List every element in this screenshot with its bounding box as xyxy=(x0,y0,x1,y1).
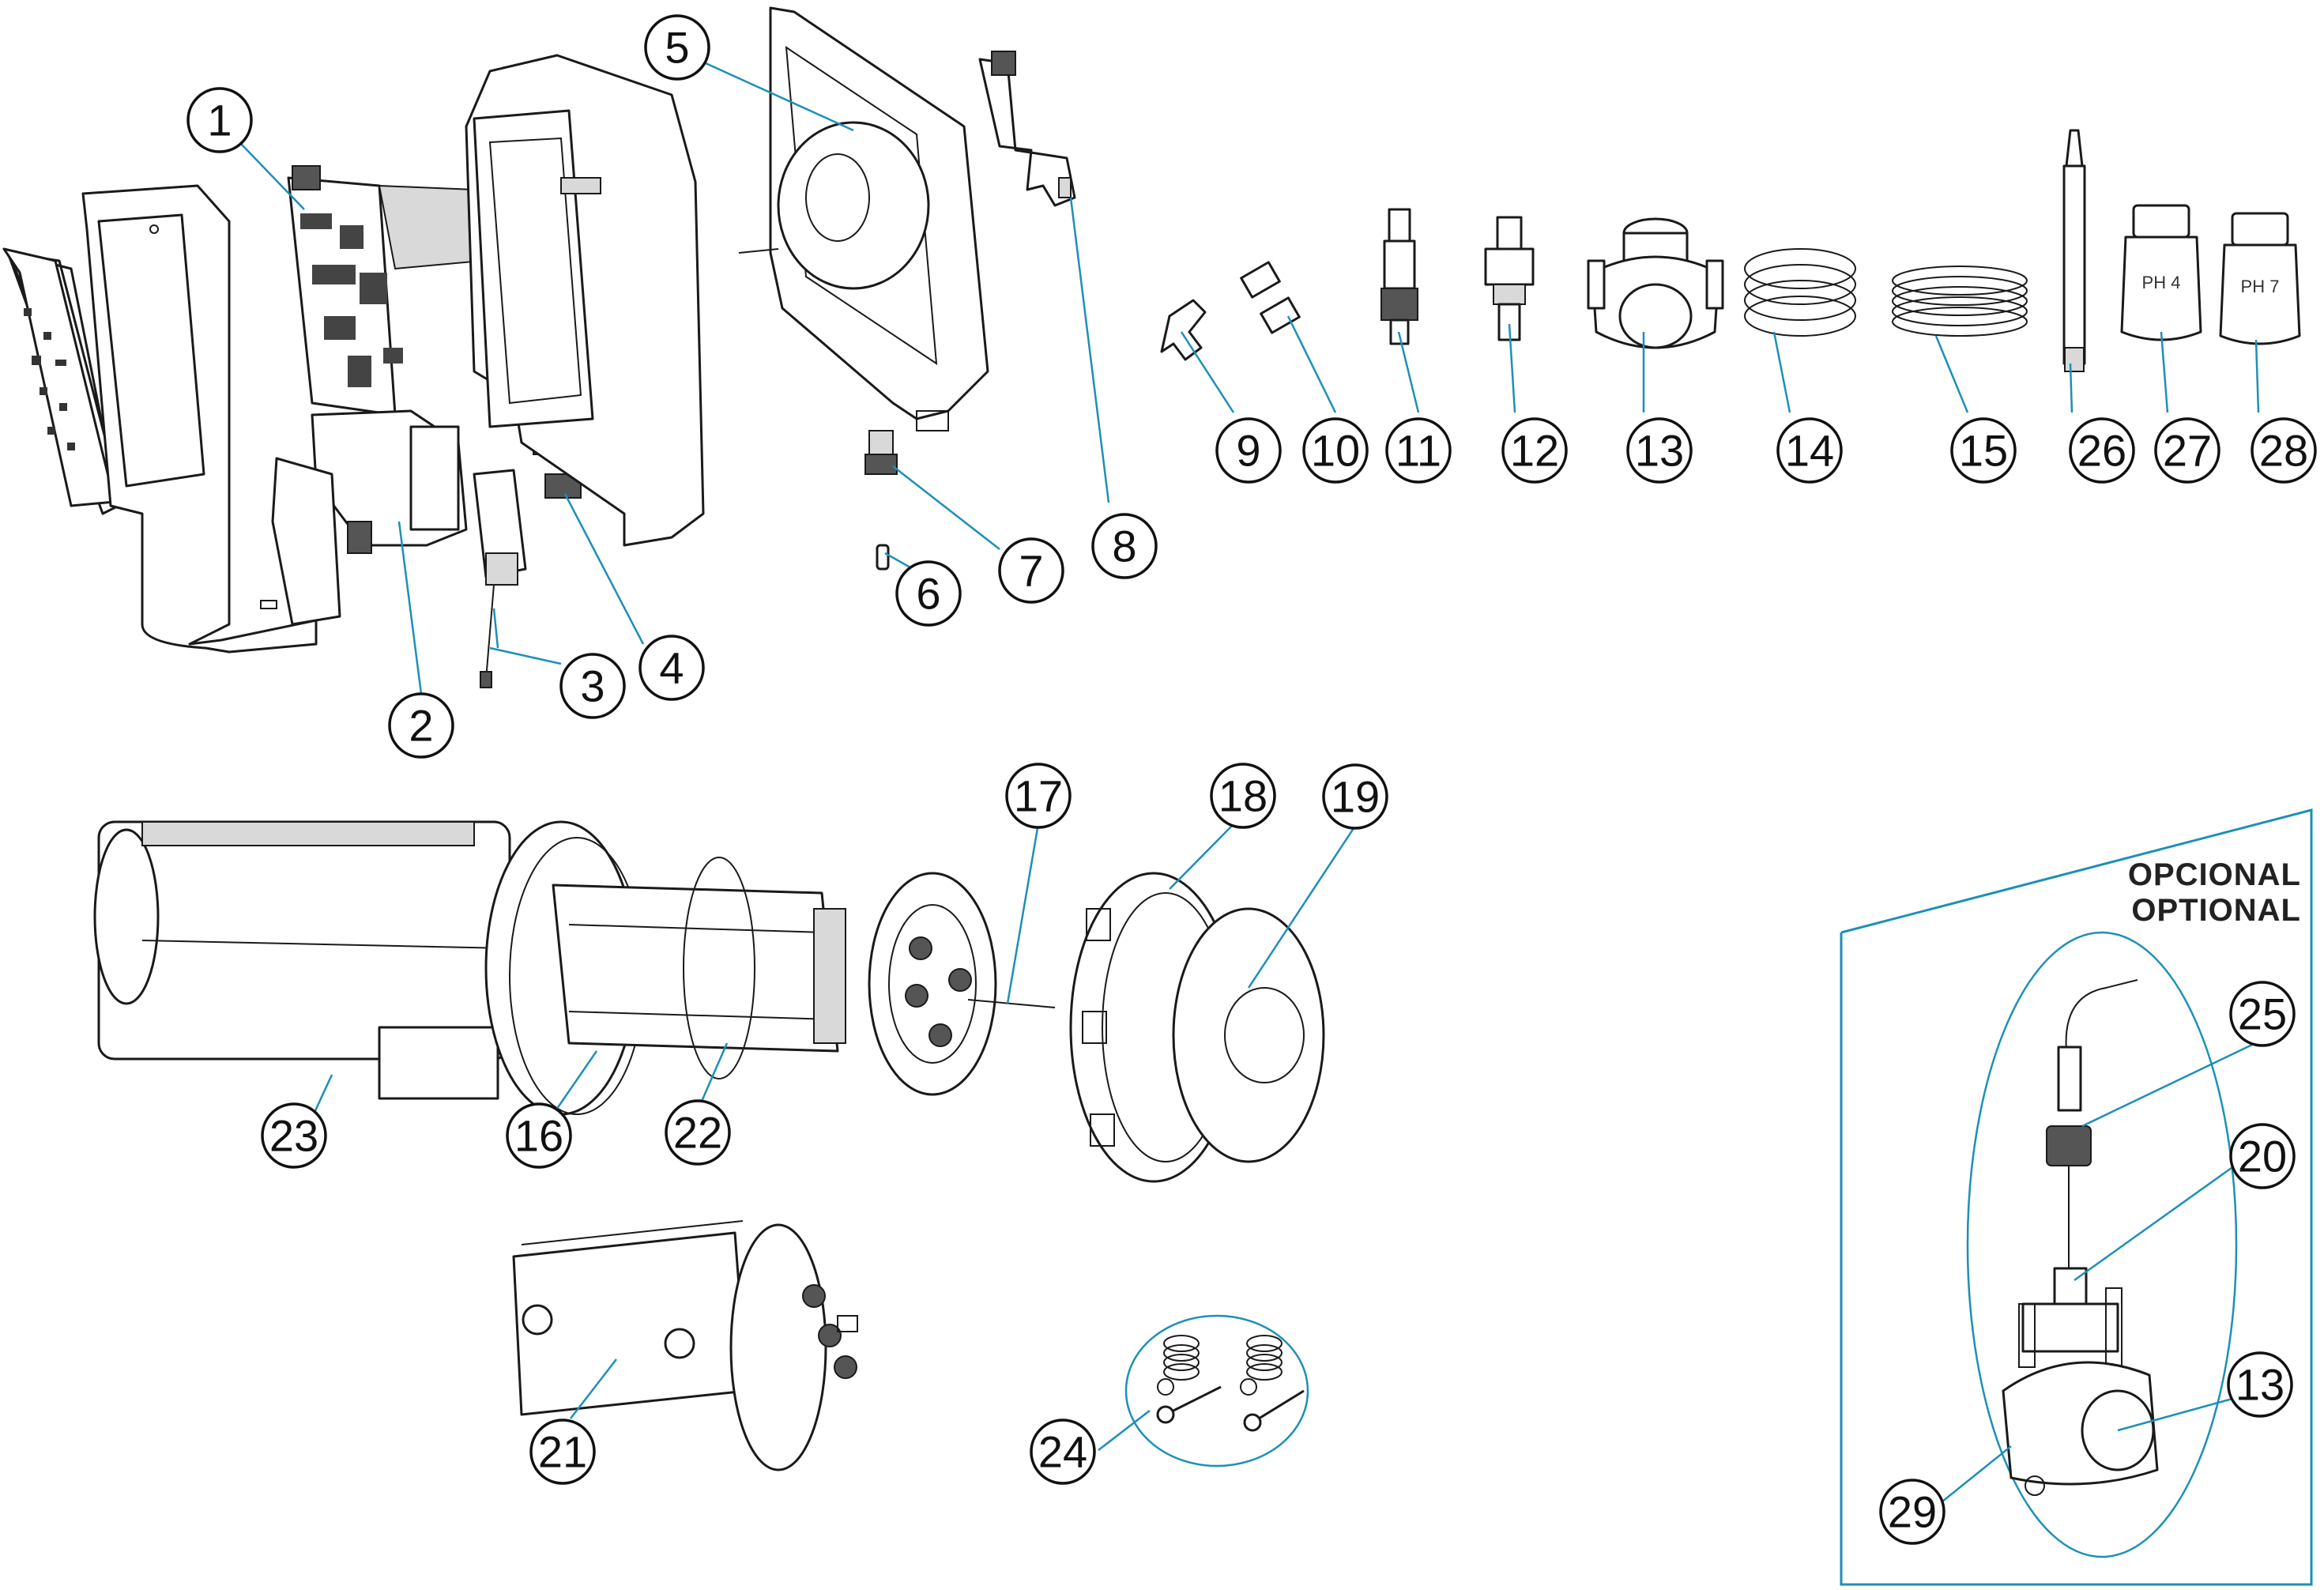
callout-24-label: 24 xyxy=(1038,1427,1087,1477)
callout-8-label: 8 xyxy=(1112,522,1136,571)
callout-17-label: 17 xyxy=(1014,771,1063,821)
callout-25-label: 25 xyxy=(2238,989,2287,1039)
front-bezel-frame xyxy=(81,184,318,654)
callout-2-label: 2 xyxy=(409,701,433,751)
ph7-buffer-bottle: PH 7 xyxy=(2219,212,2301,345)
flexible-hose-fitting xyxy=(1240,228,1351,334)
callout-19-label: 19 xyxy=(1331,772,1380,822)
front-cover-panel xyxy=(2,247,120,515)
callout-26: 26 xyxy=(2069,417,2135,484)
callout-7-label: 7 xyxy=(1019,546,1043,596)
cable-lead xyxy=(967,999,1056,1008)
callout-28-label: 28 xyxy=(2259,426,2308,476)
callout-4-label: 4 xyxy=(659,643,684,693)
ph7-label: PH 7 xyxy=(2241,277,2280,296)
saddle-clamp xyxy=(1587,217,1724,349)
callout-21: 21 xyxy=(529,1419,596,1485)
electronic-board-assembly xyxy=(287,165,484,416)
callout-9-label: 9 xyxy=(1236,426,1260,476)
callout-8: 8 xyxy=(1091,513,1158,579)
callout-10-label: 10 xyxy=(1311,426,1360,476)
ph-probe xyxy=(2062,129,2086,372)
ph4-buffer-bottle: PH 4 xyxy=(2120,204,2202,341)
cell-cover xyxy=(1172,907,1325,1163)
callout-11-label: 11 xyxy=(1396,426,1441,476)
callout-20: 20 xyxy=(2229,1123,2296,1189)
mounting-bracket xyxy=(978,51,1076,207)
sensor-probe-board xyxy=(473,469,527,688)
callout-22-label: 22 xyxy=(673,1108,722,1158)
callout-13-optional-label: 13 xyxy=(2235,1360,2284,1410)
callout-12-label: 12 xyxy=(1510,426,1559,476)
callout-16: 16 xyxy=(506,1102,572,1169)
callout-17: 17 xyxy=(1005,763,1072,829)
callout-13: 13 xyxy=(1626,417,1693,484)
callout-1: 1 xyxy=(186,87,253,153)
callout-21-label: 21 xyxy=(538,1427,587,1477)
callout-22: 22 xyxy=(665,1099,731,1166)
electrode-cap xyxy=(868,872,997,1096)
callout-27-label: 27 xyxy=(2163,426,2212,476)
callout-13-label: 13 xyxy=(1635,426,1684,476)
coiled-tube-thin xyxy=(1892,266,2028,337)
callout-4: 4 xyxy=(638,635,705,701)
callout-16-label: 16 xyxy=(514,1111,563,1161)
electrode-plates xyxy=(552,857,846,1079)
callout-14-label: 14 xyxy=(1785,426,1834,476)
callout-10: 10 xyxy=(1302,417,1369,484)
callout-14: 14 xyxy=(1776,417,1843,484)
callout-26-label: 26 xyxy=(2077,426,2126,476)
callout-9: 9 xyxy=(1215,417,1282,484)
injection-clip xyxy=(1160,299,1207,361)
optional-label-en: OPTIONAL xyxy=(2131,893,2301,928)
cell-body xyxy=(93,820,511,1100)
callout-15-label: 15 xyxy=(1959,426,2008,476)
callout-23-label: 23 xyxy=(269,1111,318,1161)
callout-12: 12 xyxy=(1501,417,1568,484)
callout-3: 3 xyxy=(559,653,626,719)
callout-29: 29 xyxy=(1879,1479,1945,1545)
ph4-label: PH 4 xyxy=(2142,273,2181,292)
callout-18-label: 18 xyxy=(1218,771,1267,821)
callout-20-label: 20 xyxy=(2238,1132,2287,1181)
callout-11: 11 xyxy=(1385,417,1452,484)
callout-28: 28 xyxy=(2251,417,2317,484)
callout-27: 27 xyxy=(2154,417,2220,484)
electrode-pack xyxy=(512,1220,858,1471)
callout-18: 18 xyxy=(1210,763,1276,829)
callout-6: 6 xyxy=(895,560,962,627)
callout-19: 19 xyxy=(1322,763,1388,830)
callout-24: 24 xyxy=(1030,1419,1096,1485)
spring-bolt-kit xyxy=(1124,1314,1309,1468)
callout-7: 7 xyxy=(998,537,1064,604)
wall-mount-housing xyxy=(738,6,989,431)
callout-3-label: 3 xyxy=(580,661,605,711)
callout-25: 25 xyxy=(2229,981,2296,1047)
pump-module xyxy=(271,409,468,626)
callout-23: 23 xyxy=(261,1102,327,1169)
callout-1-label: 1 xyxy=(207,96,232,145)
callout-5: 5 xyxy=(644,14,710,81)
callout-13-optional: 13 xyxy=(2227,1351,2293,1418)
optional-section: OPCIONAL OPTIONAL xyxy=(1840,808,2313,1586)
injection-valve xyxy=(1380,208,1418,345)
callout-15: 15 xyxy=(1950,417,2017,484)
pipe-adapter xyxy=(1484,216,1535,341)
cable-gland xyxy=(864,430,898,475)
coiled-tube-thick xyxy=(1744,248,1856,337)
fuse xyxy=(876,544,890,571)
callout-5-label: 5 xyxy=(665,23,689,73)
callout-2: 2 xyxy=(388,692,454,759)
optional-label-es: OPCIONAL xyxy=(2128,857,2301,892)
rear-housing xyxy=(465,54,705,547)
callout-29-label: 29 xyxy=(1888,1487,1937,1537)
callout-6-label: 6 xyxy=(916,569,940,619)
